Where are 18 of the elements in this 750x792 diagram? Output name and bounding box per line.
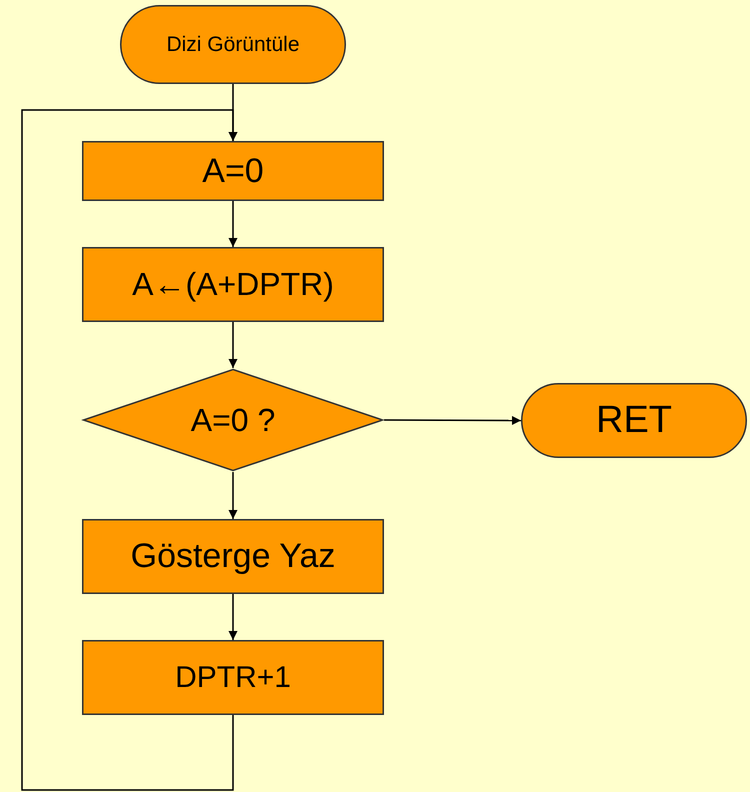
node-label: Dizi Görüntüle xyxy=(166,32,300,56)
node-label: A←(A+DPTR) xyxy=(132,266,334,303)
node-label: A=0 xyxy=(202,152,264,190)
arrow xyxy=(228,594,238,640)
loop-arrow xyxy=(21,109,238,791)
process-box xyxy=(82,640,384,715)
arrow xyxy=(384,416,521,425)
process-box xyxy=(82,141,384,201)
node-label: DPTR+1 xyxy=(175,660,291,694)
process-box xyxy=(82,247,384,322)
arrow xyxy=(228,322,238,368)
decision-diamond xyxy=(82,368,384,472)
node-label: A=0 ? xyxy=(190,402,276,438)
process-box xyxy=(82,519,384,594)
node-label: Gösterge Yaz xyxy=(130,537,336,576)
arrow xyxy=(228,472,238,519)
node-label: RET xyxy=(596,399,672,442)
arrow xyxy=(228,201,238,247)
